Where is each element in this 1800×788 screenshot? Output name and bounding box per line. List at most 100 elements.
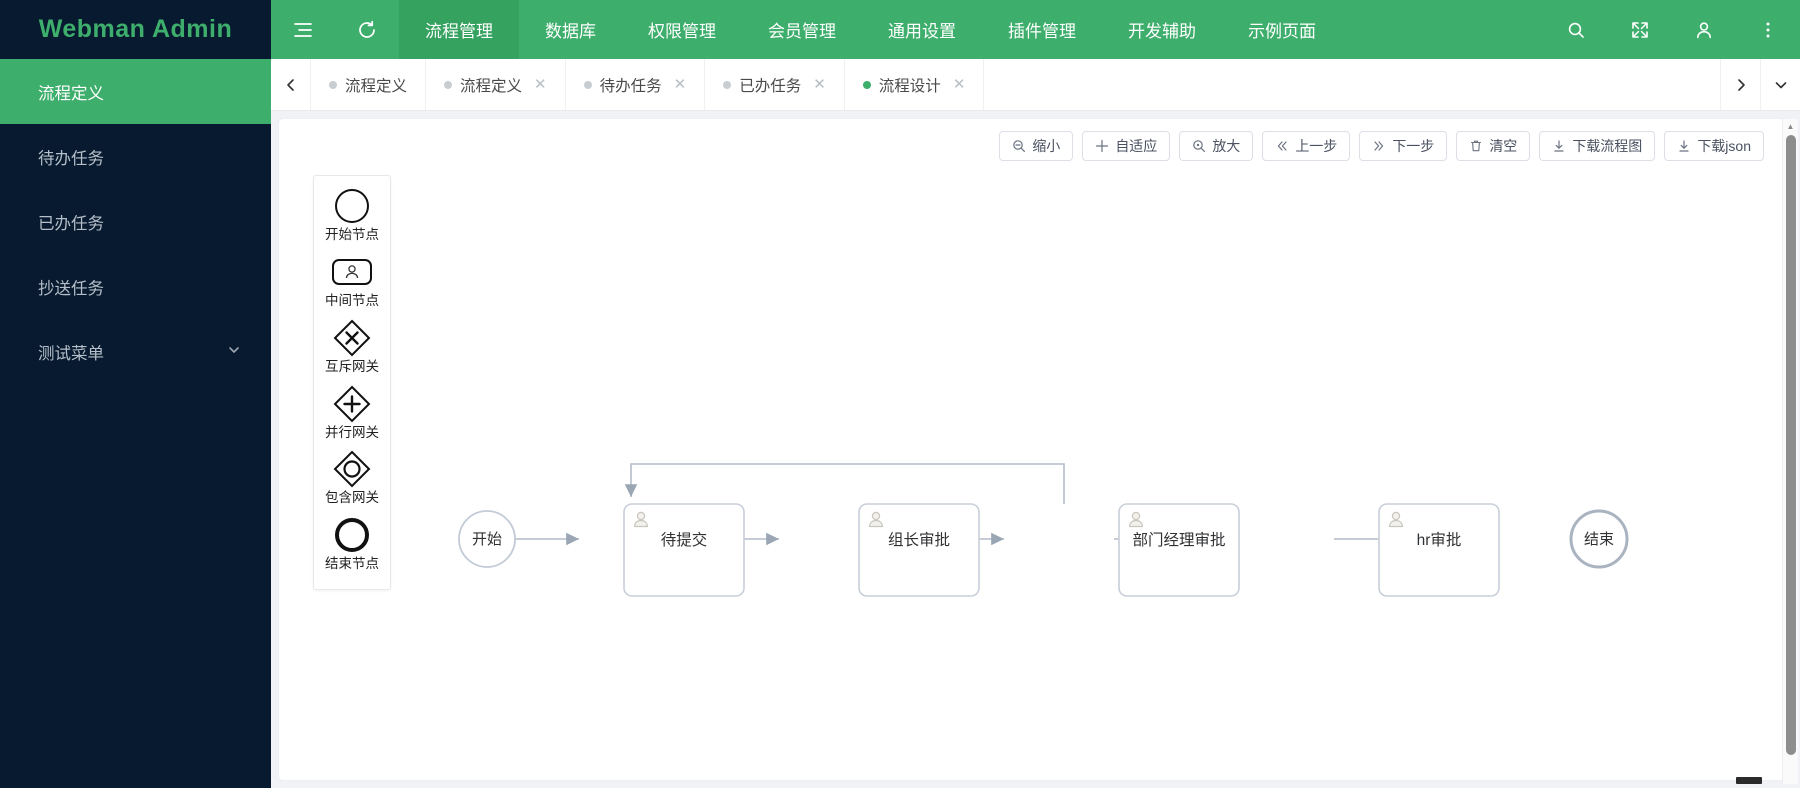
chevron-right-icon[interactable] [1720, 59, 1760, 110]
close-icon[interactable]: ✕ [952, 76, 966, 93]
main-column: 流程管理 数据库 权限管理 会员管理 通用设置 插件管理 开发辅助 示例页面 [271, 0, 1800, 788]
tab-status-dot [723, 80, 732, 89]
sidebar-item-label: 抄送任务 [38, 279, 104, 298]
tb-label: 上一步 [1295, 138, 1338, 154]
flow-node-start[interactable]: 开始 [458, 510, 516, 568]
user-icon [1388, 511, 1404, 528]
nav-item-kaifafuzhu[interactable]: 开发辅助 [1128, 22, 1196, 41]
palette-item-inclusive-gateway[interactable]: 包含网关 [325, 447, 379, 506]
tab-yibanrenwu[interactable]: 已办任务 ✕ [705, 59, 845, 110]
sidebar-item-ceshicaidan[interactable]: 测试菜单 [0, 319, 271, 384]
sidebar-item-liuchengdingyi[interactable]: 流程定义 [0, 59, 271, 124]
close-icon[interactable]: ✕ [673, 76, 687, 93]
tab-list: 流程定义 流程定义 ✕ 待办任务 ✕ 已办任务 ✕ [311, 59, 1720, 110]
zoom-out-button[interactable]: 缩小 [999, 131, 1074, 161]
refresh-icon[interactable] [335, 0, 399, 59]
fit-button[interactable]: 自适应 [1082, 131, 1171, 161]
tb-label: 放大 [1212, 138, 1241, 154]
fit-icon [1095, 139, 1109, 153]
tab-label: 流程定义 [345, 77, 408, 95]
close-icon[interactable]: ✕ [813, 76, 826, 93]
nav-item-huiyuanguanli[interactable]: 会员管理 [768, 22, 836, 41]
tab-label: 流程定义 [460, 77, 523, 95]
tb-label: 自适应 [1115, 138, 1158, 154]
tab-daibanrenwu[interactable]: 待办任务 ✕ [566, 59, 706, 110]
flow-node-task-1[interactable]: 待提交 [623, 503, 745, 597]
clear-button[interactable]: 清空 [1456, 131, 1531, 161]
next-step-button[interactable]: 下一步 [1359, 131, 1448, 161]
diamond-x-icon [331, 316, 373, 360]
nav-item-tongyongshezhi[interactable]: 通用设置 [888, 22, 956, 41]
user-icon[interactable] [1672, 0, 1736, 59]
palette-item-label: 结束节点 [325, 556, 379, 572]
tb-label: 下载json [1697, 138, 1751, 154]
nav-item-chajianguanli[interactable]: 插件管理 [1008, 22, 1076, 41]
flow-diagram: 开始 待提交 [458, 463, 1629, 597]
user-icon [633, 511, 649, 528]
resize-nub [1736, 777, 1762, 784]
flow-node-task-2[interactable]: 组长审批 [858, 503, 980, 597]
zoom-in-button[interactable]: 放大 [1179, 131, 1254, 161]
tab-liuchengdingyi-1[interactable]: 流程定义 [311, 59, 427, 110]
download-json-button[interactable]: 下载json [1664, 131, 1764, 161]
tab-liuchengsheji[interactable]: 流程设计 ✕ [845, 59, 985, 110]
tb-label: 缩小 [1032, 138, 1061, 154]
nav-item-shujuku[interactable]: 数据库 [545, 22, 596, 41]
palette-item-start-node[interactable]: 开始节点 [325, 184, 379, 243]
sidebar-item-yibanrenwu[interactable]: 已办任务 [0, 189, 271, 254]
flow-node-label: 待提交 [661, 531, 708, 549]
palette-item-exclusive-gateway[interactable]: 互斥网关 [325, 316, 379, 375]
flow-node-task-3[interactable]: 部门经理审批 [1118, 503, 1240, 597]
node-palette: 开始节点 中间节点 [313, 175, 391, 591]
fullscreen-icon[interactable] [1608, 0, 1672, 59]
content-area: 缩小 自适应 放大 [271, 111, 1800, 788]
sidebar-item-chaosongrenwu[interactable]: 抄送任务 [0, 254, 271, 319]
scrollbar-thumb[interactable] [1786, 135, 1796, 755]
tab-label: 已办任务 [739, 77, 802, 95]
download-diagram-button[interactable]: 下载流程图 [1539, 131, 1656, 161]
flow-node-end[interactable]: 结束 [1569, 509, 1629, 569]
sidebar-item-label: 已办任务 [38, 214, 104, 233]
circle-thick-icon [332, 513, 372, 557]
zoom-in-icon [1192, 139, 1206, 153]
tab-bar-actions [1720, 59, 1800, 110]
scroll-up-arrow[interactable]: ▲ [1786, 121, 1795, 131]
tab-status-dot [329, 80, 337, 89]
chevron-down-icon[interactable] [1760, 59, 1800, 110]
flow-node-label: 组长审批 [888, 531, 950, 549]
nav-item-quanxianguanli[interactable]: 权限管理 [648, 22, 716, 41]
sidebar-item-label: 测试菜单 [38, 344, 104, 363]
flow-canvas[interactable]: 开始 待提交 [279, 119, 1790, 780]
vertical-scrollbar[interactable]: ▲ [1782, 119, 1798, 784]
tab-status-dot [583, 80, 592, 89]
chevron-left-icon[interactable] [271, 59, 311, 110]
close-icon[interactable]: ✕ [534, 76, 547, 93]
app-logo: Webman Admin [38, 15, 233, 43]
nav-item-shiliyemian[interactable]: 示例页面 [1248, 22, 1316, 41]
tb-label: 下一步 [1392, 138, 1435, 154]
more-vertical-icon[interactable] [1736, 0, 1800, 59]
rounded-rect-user-icon [331, 250, 373, 294]
flow-node-label: 结束 [1584, 531, 1614, 548]
designer-toolbar: 缩小 自适应 放大 [999, 131, 1764, 161]
palette-item-end-node[interactable]: 结束节点 [325, 513, 379, 572]
palette-item-label: 互斥网关 [325, 358, 379, 374]
tab-liuchengdingyi-2[interactable]: 流程定义 ✕ [426, 59, 566, 110]
hamburger-icon[interactable] [271, 0, 335, 59]
sidebar: Webman Admin 流程定义 待办任务 已办任务 抄送任务 测试菜单 [0, 0, 271, 788]
diamond-plus-icon [331, 382, 373, 426]
sidebar-menu: 流程定义 待办任务 已办任务 抄送任务 测试菜单 [0, 59, 271, 384]
palette-item-label: 中间节点 [325, 292, 379, 308]
search-icon[interactable] [1544, 0, 1608, 59]
flow-node-task-4[interactable]: hr审批 [1378, 503, 1500, 597]
prev-step-button[interactable]: 上一步 [1262, 131, 1351, 161]
palette-item-parallel-gateway[interactable]: 并行网关 [325, 382, 379, 441]
palette-item-middle-node[interactable]: 中间节点 [325, 250, 379, 309]
zoom-out-icon [1012, 139, 1026, 153]
sidebar-item-daibanrenwu[interactable]: 待办任务 [0, 124, 271, 189]
next-icon [1372, 139, 1386, 153]
tab-label: 待办任务 [599, 77, 662, 95]
nav-item-liuchengguanli[interactable]: 流程管理 [399, 0, 519, 59]
tab-status-dot [862, 80, 871, 89]
